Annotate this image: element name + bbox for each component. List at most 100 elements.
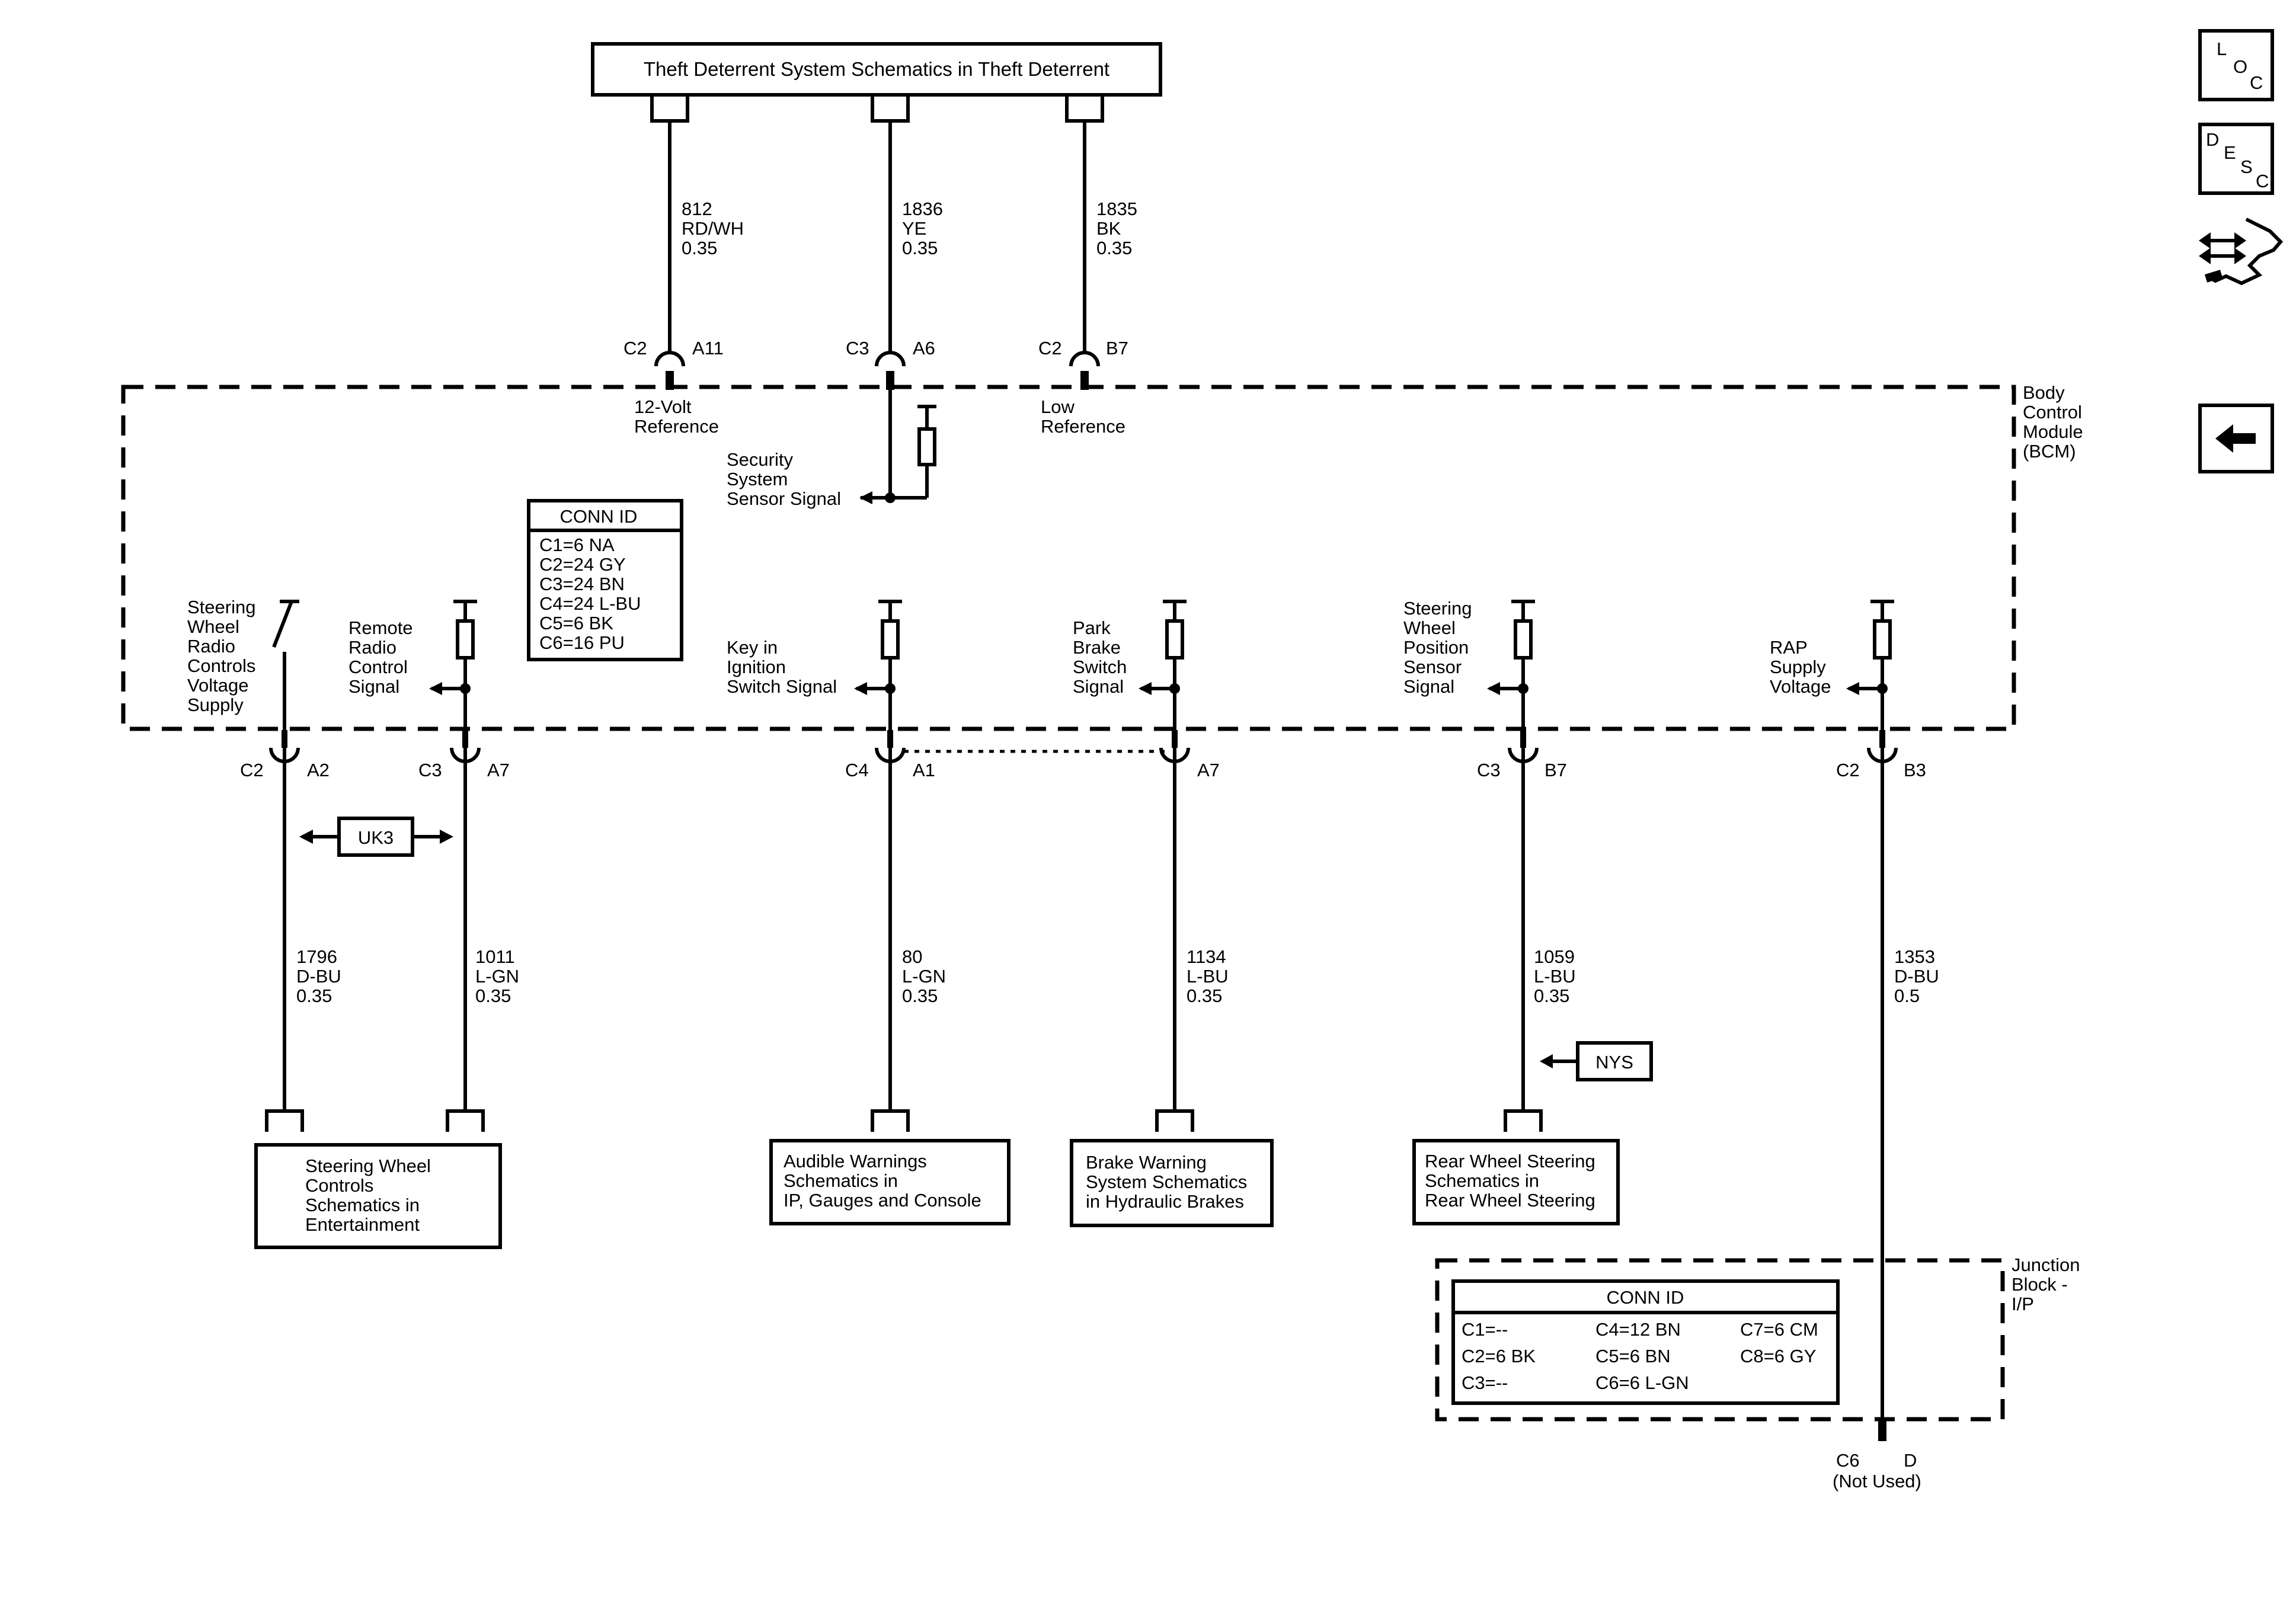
svg-text:C7=6 CM: C7=6 CM	[1740, 1319, 1818, 1340]
connector-end-view-icon[interactable]	[2199, 217, 2284, 286]
wire-1011[interactable]: C3 A7 1011 L-GN 0.35 Remote Radio Contro…	[348, 600, 519, 1132]
svg-text:UK3: UK3	[358, 827, 394, 848]
junction-end-terminal: C6 D (Not Used)	[1833, 1450, 1921, 1491]
svg-text:C4=24 L-BU: C4=24 L-BU	[539, 593, 641, 614]
bcm-conn-c2-top-b: C2	[1038, 338, 1062, 359]
svg-text:A7: A7	[1197, 760, 1220, 780]
pin-b7: B7	[1106, 338, 1128, 359]
svg-text:Controls: Controls	[305, 1175, 373, 1196]
bcm-conn-id-table: CONN ID C1=6 NA C2=24 GY C3=24 BN C4=24 …	[527, 499, 683, 661]
svg-text:0.5: 0.5	[1894, 985, 1920, 1006]
svg-text:L-BU: L-BU	[1534, 966, 1576, 987]
label-security-2: System	[727, 469, 788, 489]
pin-a11: A11	[692, 338, 724, 359]
loc-icon-c: C	[2250, 72, 2263, 93]
wire-1836[interactable]: 1836 YE 0.35 C3 A6 Security System Senso…	[727, 95, 943, 509]
wire-812[interactable]: 812 RD/WH 0.35 C2 A11 12-Volt Reference	[623, 95, 744, 437]
dest-steering-wheel-controls[interactable]: Steering Wheel Controls Schematics in En…	[254, 1143, 502, 1249]
dest-brake-warning[interactable]: Brake Warning System Schematics in Hydra…	[1070, 1139, 1274, 1227]
svg-text:C2=24 GY: C2=24 GY	[539, 554, 626, 575]
svg-text:Radio: Radio	[187, 636, 235, 657]
wire-1796[interactable]: C2 A2 1796 D-BU 0.35 Steering Wheel Radi…	[187, 597, 341, 1132]
svg-text:D-BU: D-BU	[296, 966, 341, 987]
svg-text:B7: B7	[1544, 760, 1567, 780]
svg-text:C6=6 L-GN: C6=6 L-GN	[1595, 1372, 1689, 1393]
svg-text:Signal: Signal	[1073, 676, 1124, 697]
pin-a6: A6	[913, 338, 935, 359]
label-12v-ref-2: Reference	[634, 416, 719, 437]
svg-text:A2: A2	[307, 760, 330, 780]
svg-text:CONN ID: CONN ID	[560, 506, 638, 527]
svg-text:Radio: Radio	[348, 637, 396, 658]
svg-text:Switch Signal: Switch Signal	[727, 676, 837, 697]
svg-text:Remote: Remote	[348, 617, 413, 638]
svg-text:C3=24 BN: C3=24 BN	[539, 574, 625, 594]
svg-text:Rear Wheel Steering: Rear Wheel Steering	[1425, 1190, 1595, 1211]
wire-1134[interactable]: A7 1134 L-BU 0.35 Park Brake Switch Sign…	[1073, 600, 1229, 1132]
svg-text:Steering Wheel: Steering Wheel	[305, 1156, 431, 1176]
dest-audible-warnings[interactable]: Audible Warnings Schematics in IP, Gauge…	[769, 1139, 1011, 1225]
svg-text:RAP: RAP	[1770, 637, 1808, 658]
wire-80[interactable]: C4 A1 80 L-GN 0.35 Key in Ignition Switc…	[727, 600, 946, 1132]
svg-text:C1=--: C1=--	[1462, 1319, 1508, 1340]
svg-text:C5=6 BN: C5=6 BN	[1595, 1346, 1671, 1366]
svg-text:Control: Control	[348, 657, 408, 677]
back-arrow-icon	[2215, 424, 2256, 453]
svg-text:0.35: 0.35	[1187, 985, 1222, 1006]
svg-text:Park: Park	[1073, 617, 1111, 638]
svg-text:Supply: Supply	[1770, 657, 1826, 677]
svg-text:C6=16 PU: C6=16 PU	[539, 632, 625, 653]
wire-1835-circuit: 1835	[1096, 199, 1137, 219]
svg-text:L-GN: L-GN	[902, 966, 946, 987]
svg-text:C6: C6	[1836, 1450, 1860, 1471]
label-low-ref-2: Reference	[1041, 416, 1125, 437]
desc-button[interactable]: D E S C	[2198, 123, 2274, 195]
theft-deterrent-label: Theft Deterrent System Schematics in The…	[644, 58, 1109, 80]
svg-text:0.35: 0.35	[1534, 985, 1569, 1006]
svg-text:1353: 1353	[1894, 946, 1935, 967]
wire-1835-color: BK	[1096, 218, 1121, 239]
svg-text:Voltage: Voltage	[1770, 676, 1831, 697]
svg-text:Signal: Signal	[1403, 676, 1454, 697]
svg-text:D-BU: D-BU	[1894, 966, 1939, 987]
svg-text:Audible Warnings: Audible Warnings	[784, 1151, 927, 1172]
svg-text:Sensor: Sensor	[1403, 657, 1462, 677]
svg-text:B3: B3	[1904, 760, 1926, 780]
svg-text:C4=12 BN: C4=12 BN	[1595, 1319, 1681, 1340]
svg-text:C3: C3	[418, 760, 442, 780]
loc-icon-o: O	[2233, 56, 2247, 77]
svg-text:E: E	[2224, 142, 2236, 163]
dest-rear-wheel-steering[interactable]: Rear Wheel Steering Schematics in Rear W…	[1412, 1139, 1620, 1225]
svg-text:1134: 1134	[1187, 946, 1226, 967]
svg-text:Junction: Junction	[2012, 1254, 2080, 1275]
svg-text:Voltage: Voltage	[187, 675, 248, 696]
svg-text:Control: Control	[2023, 402, 2082, 422]
svg-text:A7: A7	[487, 760, 510, 780]
nys-option-tag[interactable]: NYS	[1540, 1041, 1653, 1081]
svg-text:0.35: 0.35	[902, 985, 938, 1006]
svg-text:C1=6 NA: C1=6 NA	[539, 534, 615, 555]
svg-text:Body: Body	[2023, 382, 2065, 403]
svg-text:CONN ID: CONN ID	[1607, 1287, 1684, 1308]
uk3-option-tag[interactable]: UK3	[299, 817, 453, 857]
svg-text:0.35: 0.35	[296, 985, 332, 1006]
svg-text:Ignition: Ignition	[727, 657, 786, 677]
wire-1353[interactable]: C2 B3 1353 D-BU 0.5 RAP Supply Voltage	[1770, 600, 1939, 1441]
loc-button[interactable]: L O C	[2198, 29, 2274, 101]
svg-text:Rear Wheel Steering: Rear Wheel Steering	[1425, 1151, 1595, 1172]
theft-deterrent-box[interactable]: Theft Deterrent System Schematics in The…	[591, 42, 1162, 97]
svg-text:C4: C4	[845, 760, 869, 780]
svg-text:Switch: Switch	[1073, 657, 1127, 677]
wire-812-circuit: 812	[682, 199, 712, 219]
svg-text:Position: Position	[1403, 637, 1469, 658]
wire-1835[interactable]: 1835 BK 0.35 C2 B7 Low Reference	[1038, 95, 1137, 437]
svg-text:Wheel: Wheel	[187, 616, 239, 637]
svg-text:I/P: I/P	[2012, 1294, 2034, 1314]
bcm-boundary	[121, 385, 2016, 731]
svg-text:Wheel: Wheel	[1403, 617, 1456, 638]
svg-text:Steering: Steering	[187, 597, 255, 617]
back-button[interactable]	[2198, 404, 2274, 473]
svg-text:Entertainment: Entertainment	[305, 1214, 420, 1235]
wire-1059[interactable]: C3 B7 1059 L-BU 0.35 Steering Wheel Posi…	[1403, 598, 1576, 1132]
label-12v-ref-1: 12-Volt	[634, 396, 692, 417]
